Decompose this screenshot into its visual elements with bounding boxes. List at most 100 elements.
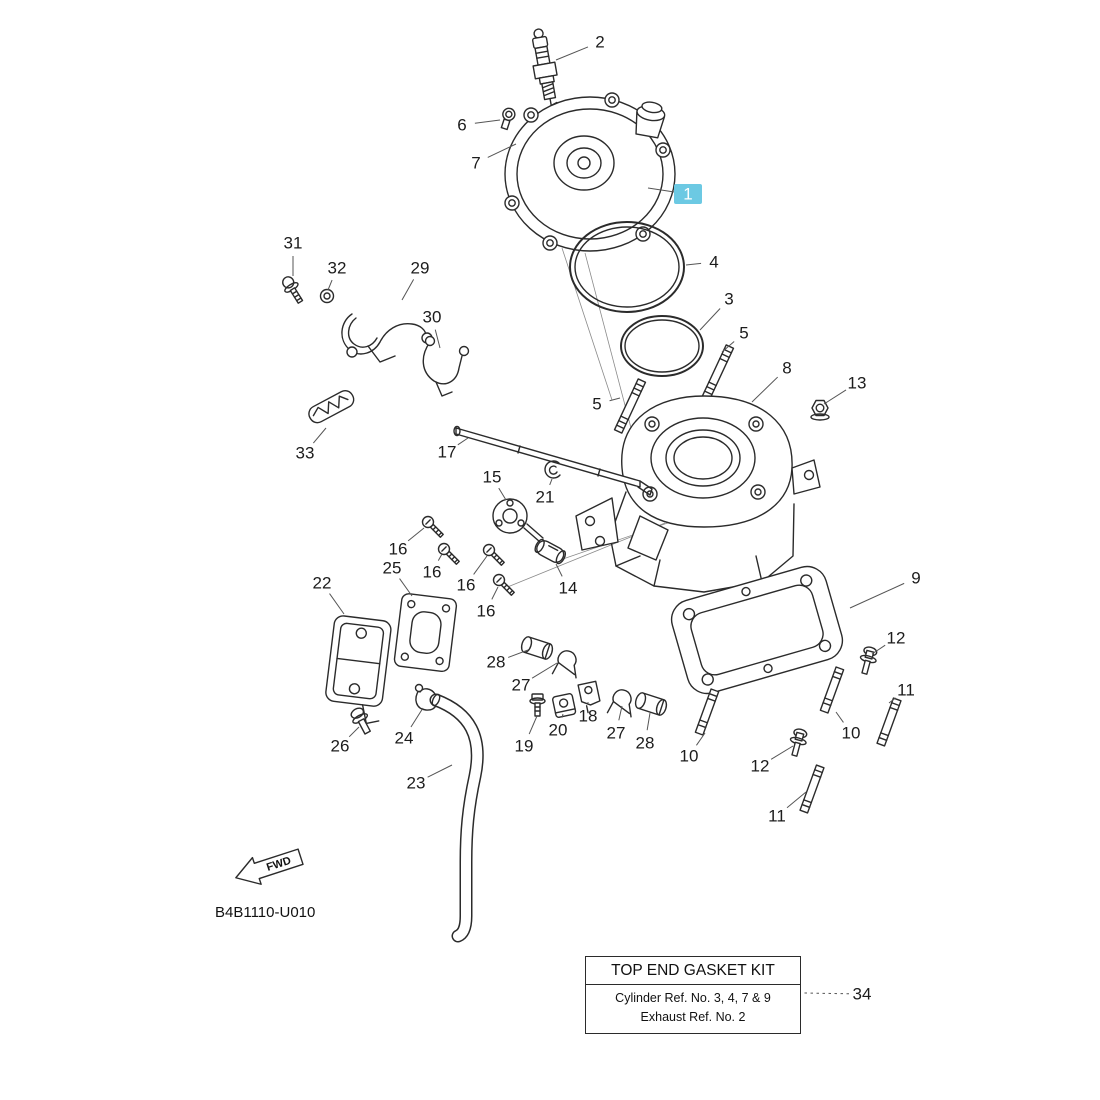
callout-10[interactable]: 10 [680, 747, 699, 766]
callout-16[interactable]: 16 [389, 540, 408, 559]
base-gasket [670, 565, 844, 695]
gasket-kit-refs: Cylinder Ref. No. 3, 4, 7 & 9 Exhaust Re… [586, 985, 800, 1033]
leader-line-34 [803, 992, 850, 995]
callout-29[interactable]: 29 [411, 259, 430, 278]
screw-16d [492, 573, 515, 596]
hose-clamp-27b [606, 689, 632, 718]
leader-line-16 [473, 555, 488, 575]
stud-bolt-11a [876, 697, 902, 747]
wire-guide [422, 335, 470, 397]
callout-14[interactable]: 14 [559, 579, 578, 598]
callout-6[interactable]: 6 [457, 116, 466, 135]
washer-32 [319, 288, 335, 304]
callout-32[interactable]: 32 [328, 259, 347, 278]
callout-19[interactable]: 19 [515, 737, 534, 756]
callout-5[interactable]: 5 [739, 324, 748, 343]
callout-9[interactable]: 9 [911, 569, 920, 588]
callout-16[interactable]: 16 [477, 602, 496, 621]
callout-12[interactable]: 12 [751, 757, 770, 776]
cover-gasket [393, 593, 458, 673]
leader-line-27 [618, 705, 623, 721]
shaft [453, 425, 653, 496]
callout-22[interactable]: 22 [313, 574, 332, 593]
leader-line-5 [721, 341, 735, 353]
gasket-kit-box: TOP END GASKET KIT Cylinder Ref. No. 3, … [585, 956, 801, 1034]
callout-25[interactable]: 25 [383, 559, 402, 578]
callout-23[interactable]: 23 [407, 774, 426, 793]
leader-line-11 [888, 697, 896, 704]
leader-line-16 [437, 553, 443, 561]
collar-28b [634, 692, 668, 716]
leader-line-10 [696, 732, 706, 746]
callout-28[interactable]: 28 [636, 734, 655, 753]
callout-21[interactable]: 21 [536, 488, 555, 507]
spring-clip [308, 390, 355, 424]
filler-neck [635, 101, 666, 139]
callout-18[interactable]: 18 [579, 707, 598, 726]
head-oring-small [620, 315, 704, 377]
leader-line-16 [407, 527, 425, 542]
callout-12[interactable]: 12 [887, 629, 906, 648]
callout-33[interactable]: 33 [296, 444, 315, 463]
callout-2[interactable]: 2 [595, 33, 604, 52]
leader-line-26 [348, 726, 360, 738]
callout-10[interactable]: 10 [842, 724, 861, 743]
leader-line-11 [786, 791, 807, 809]
callout-31[interactable]: 31 [284, 234, 303, 253]
callout-20[interactable]: 20 [549, 721, 568, 740]
leader-line-2 [555, 46, 589, 61]
drain-hose [429, 693, 484, 943]
hose-holder-18 [577, 680, 601, 714]
callout-16[interactable]: 16 [423, 563, 442, 582]
callout-27[interactable]: 27 [607, 724, 626, 743]
leader-line-8 [751, 376, 779, 403]
callout-1[interactable]: 1 [683, 185, 692, 204]
gasket-kit-ref-line-1: Cylinder Ref. No. 3, 4, 7 & 9 [615, 991, 771, 1005]
gasket-kit-title: TOP END GASKET KIT [586, 957, 800, 985]
cylinder [575, 395, 821, 593]
leader-line-9 [849, 582, 905, 609]
circlip [544, 460, 561, 479]
flange-nut [810, 399, 830, 421]
leader-line-33 [312, 427, 327, 444]
leader-line-19 [528, 715, 538, 735]
leader-line-15 [498, 487, 507, 501]
bolt-26 [350, 707, 371, 735]
callout-16[interactable]: 16 [457, 576, 476, 595]
callout-17[interactable]: 17 [438, 443, 457, 462]
callout-highlight [674, 184, 702, 204]
callout-15[interactable]: 15 [483, 468, 502, 487]
callout-27[interactable]: 27 [512, 676, 531, 695]
leader-line-32 [327, 279, 333, 291]
leader-line-24 [410, 707, 424, 728]
stud-bolt-11b [799, 764, 825, 814]
leader-line-22 [329, 593, 345, 615]
leader-line-6 [474, 119, 501, 124]
callout-11[interactable]: 11 [768, 807, 786, 826]
callout-11[interactable]: 11 [897, 681, 915, 700]
stud-bolt-5a [701, 344, 735, 400]
gasket-kit-ref-line-2: Exhaust Ref. No. 2 [640, 1010, 746, 1025]
callout-34[interactable]: 34 [853, 985, 872, 1004]
callout-7[interactable]: 7 [471, 154, 480, 173]
callout-13[interactable]: 13 [848, 374, 867, 393]
callout-8[interactable]: 8 [782, 359, 791, 378]
callout-26[interactable]: 26 [331, 737, 350, 756]
callout-4[interactable]: 4 [709, 253, 718, 272]
leader-line-7 [487, 143, 517, 158]
callout-3[interactable]: 3 [724, 290, 733, 309]
head-oring-large [569, 221, 685, 313]
holder-plate-20 [551, 692, 577, 718]
callout-30[interactable]: 30 [423, 308, 442, 327]
leader-line-28 [507, 649, 529, 658]
callout-5[interactable]: 5 [592, 395, 601, 414]
valve-flange [492, 498, 544, 543]
bolt-31 [282, 276, 304, 304]
callout-28[interactable]: 28 [487, 653, 506, 672]
callout-24[interactable]: 24 [395, 729, 414, 748]
head-bolt-small [500, 107, 516, 131]
leader-line-12 [871, 644, 886, 655]
valve-joint [534, 538, 567, 565]
